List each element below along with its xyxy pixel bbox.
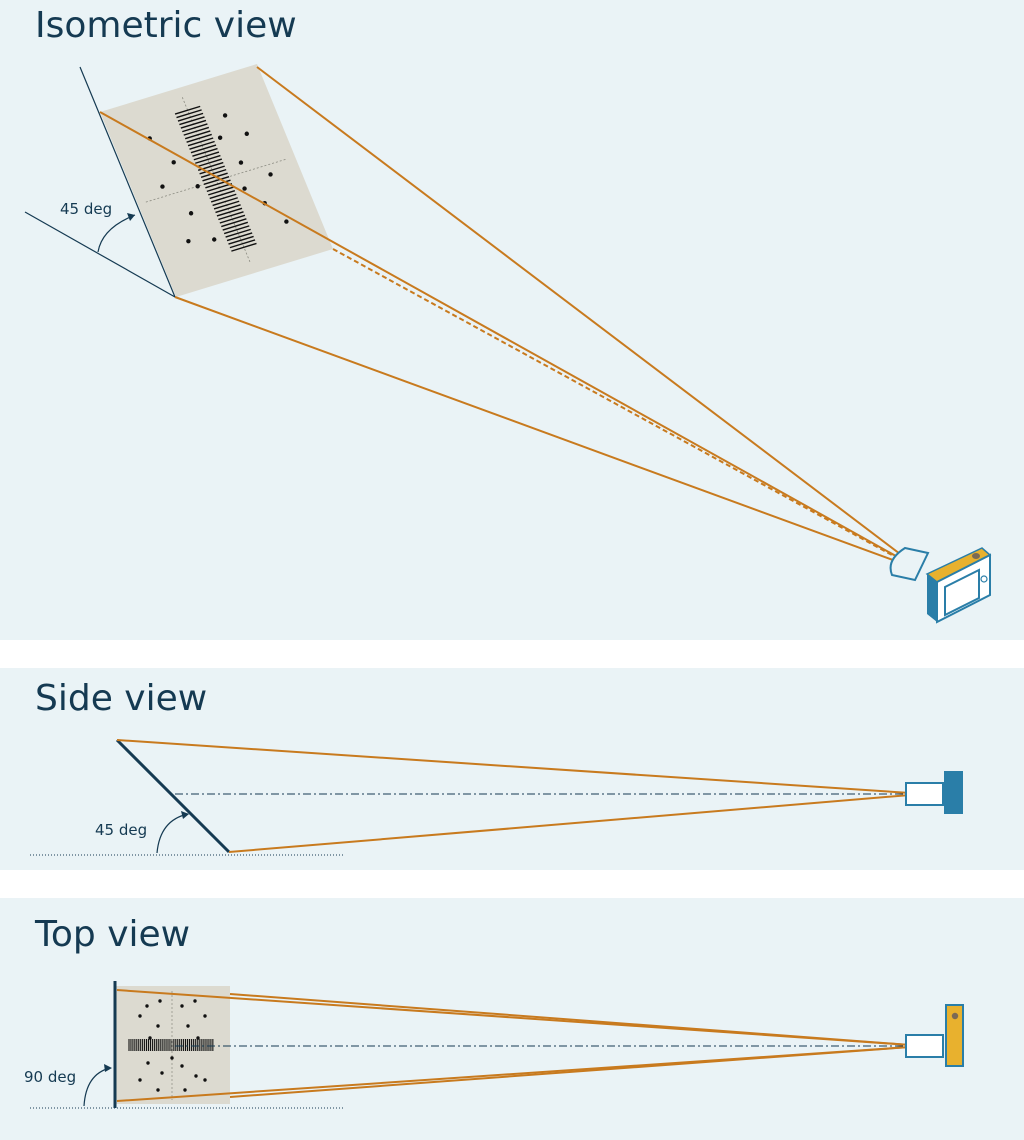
chart-bar-mark [219,214,246,224]
chart-bar-mark [192,147,218,157]
side-view-title: Side view [35,678,208,719]
chart-dot-mark [188,211,194,216]
side-view-diagram: 45 deg [30,738,963,856]
chart-dot-mark [171,160,176,165]
field-of-view-rays [99,66,913,568]
angle-arrow-head [181,811,189,819]
chart-bar-mark [195,154,221,164]
chart-dot-mark [217,135,223,140]
chart-bar-mark [216,207,243,217]
camera-icon [889,546,992,624]
angle-arrow-head [104,1064,112,1072]
chart-dot-mark [170,1056,174,1060]
mount-plane-line [79,66,176,298]
chart-dot-mark [193,999,197,1003]
chart-bar-mark [189,140,215,150]
chart-dot-mark [212,237,217,242]
chart-bar-mark [184,130,211,140]
chart-dot-mark [186,238,191,244]
chart-bar-mark [176,109,202,119]
chart-bar-mark [186,133,212,143]
chart-bar-mark [225,228,251,238]
angle-arrow-head [127,213,135,221]
chart-dot-mark [242,186,247,191]
field-of-view-rays [116,989,911,1102]
chart-dot-mark [180,1064,184,1068]
chart-dot-mark [203,1014,207,1018]
angle-arc-arrow-icon [156,813,189,854]
angle-arc-arrow-icon [83,1067,111,1107]
chart-bar-mark [215,204,241,214]
camera-icon [905,1004,964,1067]
chart-bar-mark [229,239,256,249]
ground-reference-line [24,211,176,298]
chart-bar-mark [182,123,208,133]
chart-bar-mark [210,193,237,203]
chart-dot-mark [160,1071,164,1075]
test-chart-edge [115,738,231,854]
chart-bar-mark [208,186,234,196]
chart-dot-mark [222,113,228,118]
chart-dot-mark [196,1036,200,1040]
chart-bar-mark [190,144,217,154]
test-chart-icon [115,986,230,1104]
chart-bar-mark [203,175,230,186]
chart-dot-mark [268,172,273,177]
chart-dot-mark [158,999,162,1003]
chart-dot-mark [284,219,289,224]
chart-bar-mark [221,218,247,228]
chart-dot-mark [195,184,200,189]
chart-bar-mark [177,112,204,122]
top-view-title: Top view [35,914,191,955]
field-of-view-rays [116,739,911,853]
isometric-view-diagram: 45 deg [24,64,992,624]
chart-bar-mark [180,119,207,129]
chart-bar-mark [226,232,253,242]
chart-dot-mark [160,184,165,189]
top-angle-label: 90 deg [24,1068,76,1086]
chart-bar-mark [206,183,233,193]
chart-dot-mark [138,1078,142,1082]
side-angle-label: 45 deg [95,821,147,839]
test-chart-icon [100,64,333,297]
chart-dot-mark [148,1036,152,1040]
chart-bar-mark [222,221,249,231]
chart-bar-mark [212,197,238,207]
chart-dot-mark [145,1004,149,1008]
isometric-view-panel: Isometric view 45 deg [0,0,1024,640]
chart-dot-mark [186,1024,190,1028]
chart-dot-mark [183,1088,187,1092]
isometric-view-title: Isometric view [35,5,297,46]
chart-bar-mark [183,126,210,136]
chart-dot-mark [156,1024,160,1028]
chart-bar-mark [218,211,244,221]
top-view-diagram: 90 deg [24,981,964,1109]
chart-dot-mark [194,1074,198,1078]
chart-dot-mark [180,1004,184,1008]
chart-bar-mark [228,235,254,245]
chart-bar-mark [213,200,240,210]
chart-bar-mark [196,158,223,168]
chart-dot-mark [238,160,244,165]
chart-bar-mark [200,168,227,178]
chart-bar-mark [199,165,225,175]
chart-dot-mark [156,1088,160,1092]
camera-icon [905,771,963,814]
chart-bar-mark [223,225,250,235]
chart-bar-mark [187,137,214,147]
top-view-panel: Top view 90 deg [0,898,1024,1140]
chart-bar-mark [174,105,201,115]
chart-dot-mark [244,131,249,136]
chart-bar-mark [193,151,220,161]
chart-dot-mark [138,1014,142,1018]
chart-bar-mark [231,242,257,252]
chart-dot-mark [203,1078,207,1082]
chart-bar-mark [179,116,205,126]
side-view-panel: Side view 45 deg [0,668,1024,870]
angle-arc-arrow-icon [97,214,136,253]
iso-angle-label: 45 deg [60,200,112,218]
chart-dot-mark [146,1061,150,1065]
chart-bar-mark [209,190,236,200]
